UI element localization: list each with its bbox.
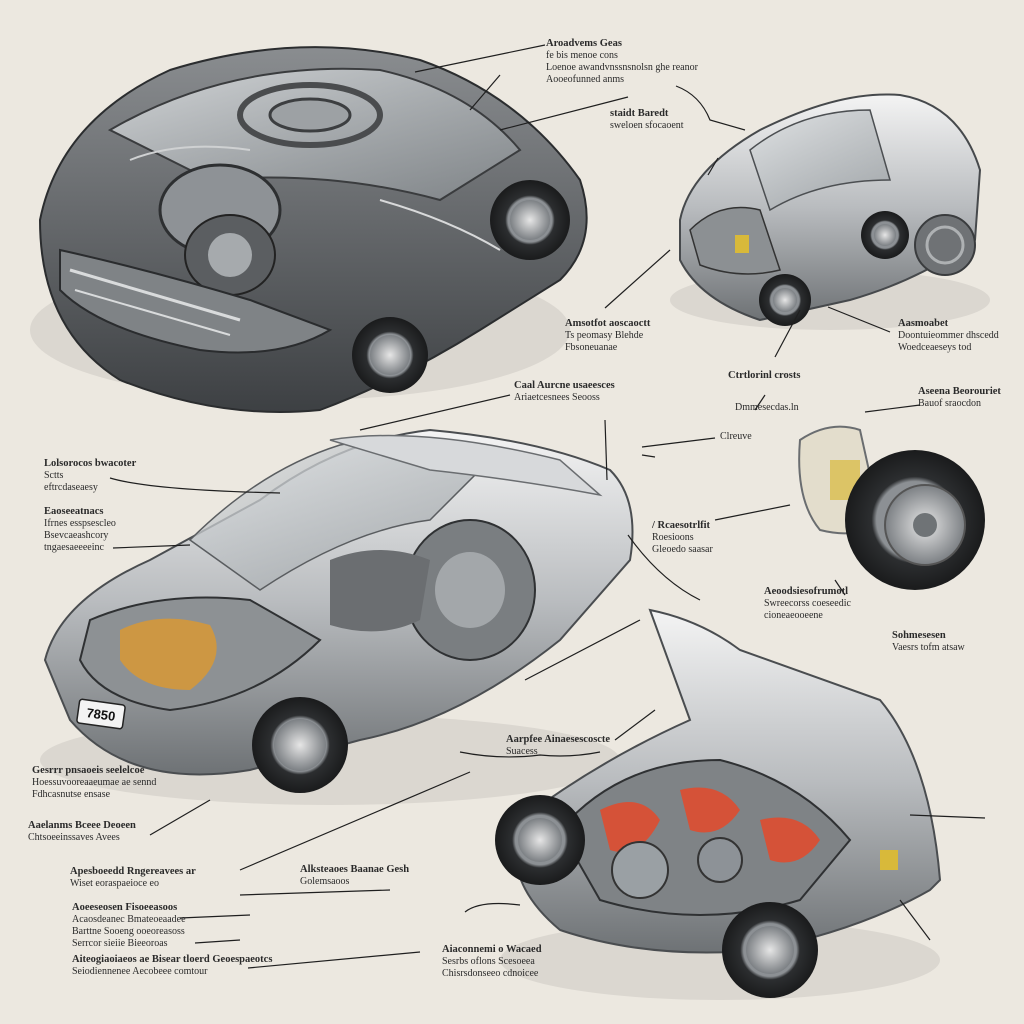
wheel-assembly	[798, 425, 985, 590]
callout-title: Aarpfee Ainaesescoscte	[506, 734, 611, 745]
callout-line: Doontuieommer dhscedd	[898, 330, 999, 341]
callout-left-6: Aoeeseosen Fisoeeasoos Acaosdeanec Bmate…	[72, 902, 186, 950]
callout-title: Apesboeedd Rngereavees ar	[70, 866, 196, 877]
callout-line: Sctts	[44, 470, 64, 481]
callout-line: Ariaetcesnees Seooss	[514, 392, 600, 403]
callout-title: Ctrtlorinl crosts	[728, 370, 801, 381]
callout-line: Roesioons	[652, 532, 694, 543]
license-plate-text: 7850	[86, 705, 117, 724]
callout-line: Chtsoeeinssaves Avees	[28, 832, 120, 843]
callout-left-4: Aaelanms Bceee Deoeen Chtsoeeinssaves Av…	[28, 820, 136, 844]
callout-left-7: Aiteogiaoiaeos ae Bisear tloerd Geoespae…	[72, 954, 272, 978]
callout-center-5: Alksteaoes Baanae Gesh Golemsaoos	[300, 864, 409, 888]
callout-title: Amsotfot aoscaoctt	[565, 318, 651, 329]
callout-title: Aiteogiaoiaeos ae Bisear tloerd Geoespae…	[72, 954, 273, 965]
callout-line: Sesrbs oflons Scesoeea	[442, 956, 535, 967]
callout-title: Aseena Beorouriet	[918, 386, 1001, 397]
callout-title: Aeoodsiesofrumotl	[764, 586, 848, 597]
callout-top-right-1: Aroadvems Geas fe bis menoe cons Loenoe …	[546, 38, 698, 86]
callout-right-4: Sohmesesen Vaesrs tofm atsaw	[892, 630, 965, 654]
callout-line: Ts peomasy Blehde	[565, 330, 644, 341]
car-bottom-right	[495, 608, 942, 1000]
callout-title: Alksteaoes Baanae Gesh	[300, 864, 410, 875]
callout-center-2: Clreuve	[720, 431, 752, 443]
callout-title: Aoeeseosen Fisoeeasoos	[72, 902, 178, 913]
callout-line: Dmmesecdas.ln	[735, 402, 799, 413]
callout-line: Bauof sraocdon	[918, 398, 982, 409]
callout-title: Lolsorocos bwacoter	[44, 458, 137, 469]
callout-title: Caal Aurcne usaeesces	[514, 380, 615, 391]
callout-line: eftrcdaseaesy	[44, 482, 98, 493]
callout-line: Serrcor sieiie Bieeoroas	[72, 938, 168, 949]
callout-line: Vaesrs tofm atsaw	[892, 642, 965, 653]
car-middle-left: 7850	[40, 428, 634, 805]
callout-center-4: Aarpfee Ainaesescoscte Suacess	[506, 734, 610, 758]
callout-title: Aroadvems Geas	[546, 38, 622, 49]
callout-title: Aiaconnemi o Wacaed	[442, 944, 542, 955]
callout-line: Clreuve	[720, 431, 752, 442]
callout-left-5: Apesboeedd Rngereavees ar Wiset eoraspae…	[70, 866, 196, 890]
callout-title: Sohmesesen	[892, 630, 946, 641]
callout-line: Swreecorss coeseedic	[764, 598, 851, 609]
callout-line: Seiodiennenee Aecobeee comtour	[72, 966, 208, 977]
callout-line: Golemsaoos	[300, 876, 350, 887]
callout-left-2: Eaoseeatnacs Ifrnes esspsescleo Bsevcaea…	[44, 506, 116, 554]
callout-left-3: Gesrrr pnsaoeis seelelcoe Hoessuvooreaae…	[32, 765, 156, 801]
callout-line: Chisrsdonseeo cdnoicee	[442, 968, 539, 979]
callout-line: Hoessuvooreaaeumae ae sennd	[32, 777, 157, 788]
callout-line: cioneaeooeene	[764, 610, 823, 621]
callout-line: Fdhcasnutse ensase	[32, 789, 111, 800]
callout-middle-2: Ctrtlorinl crosts	[728, 370, 800, 382]
callout-line: sweloen sfocaoent	[610, 120, 684, 131]
callout-title: Aasmoabet	[898, 318, 949, 329]
callout-title: staidt Baredt	[610, 108, 669, 119]
callout-left-1: Lolsorocos bwacoter Sctts eftrcdaseaesy	[44, 458, 136, 494]
callout-title: / Rcaesotrlfit	[652, 520, 711, 531]
callout-middle-3: Dmmesecdas.ln	[735, 402, 799, 414]
callout-middle-1: Amsotfot aoscaoctt Ts peomasy Blehde Fbs…	[565, 318, 650, 354]
car-top-left	[30, 46, 588, 413]
callout-bottom-center: Aiaconnemi o Wacaed Sesrbs oflons Scesoe…	[442, 944, 542, 980]
callout-right-2: Aseena Beorouriet Bauof sraocdon	[918, 386, 1001, 410]
callout-line: Aooeofunned anms	[546, 74, 625, 85]
callout-line: fe bis menoe cons	[546, 50, 618, 61]
callout-title: Aaelanms Bceee Deoeen	[28, 820, 136, 831]
callout-line: Ifrnes esspsescleo	[44, 518, 116, 529]
callout-line: Fbsoneuanae	[565, 342, 618, 353]
callout-line: tngaesaeeeeinc	[44, 542, 104, 553]
callout-line: Suacess	[506, 746, 538, 757]
callout-line: Loenoe awandvnssnsnolsn ghe reanor	[546, 62, 698, 73]
callout-top-right-2: staidt Baredt sweloen sfocaoent	[610, 108, 684, 132]
callout-center-1: Caal Aurcne usaeesces Ariaetcesnees Seoo…	[514, 380, 615, 404]
car-top-right	[670, 93, 990, 330]
callout-line: Wiset eoraspaeioce eo	[70, 878, 159, 889]
callout-line: Bsevcaeashcory	[44, 530, 109, 541]
callout-right-1: Aasmoabet Doontuieommer dhscedd Woedceae…	[898, 318, 999, 354]
callout-right-3: Aeoodsiesofrumotl Swreecorss coeseedic c…	[764, 586, 851, 622]
callout-line: Barttne Sooeng ooeoreasoss	[72, 926, 185, 937]
callout-title: Gesrrr pnsaoeis seelelcoe	[32, 765, 145, 776]
callout-line: Gleoedo saasar	[652, 544, 713, 555]
callout-title: Eaoseeatnacs	[44, 506, 104, 517]
callout-center-3: / Rcaesotrlfit Roesioons Gleoedo saasar	[652, 520, 713, 556]
leader-lines	[109, 44, 986, 969]
callout-line: Acaosdeanec Bmateoeaadee	[72, 914, 186, 925]
callout-line: Woedceaeseys tod	[898, 342, 972, 353]
